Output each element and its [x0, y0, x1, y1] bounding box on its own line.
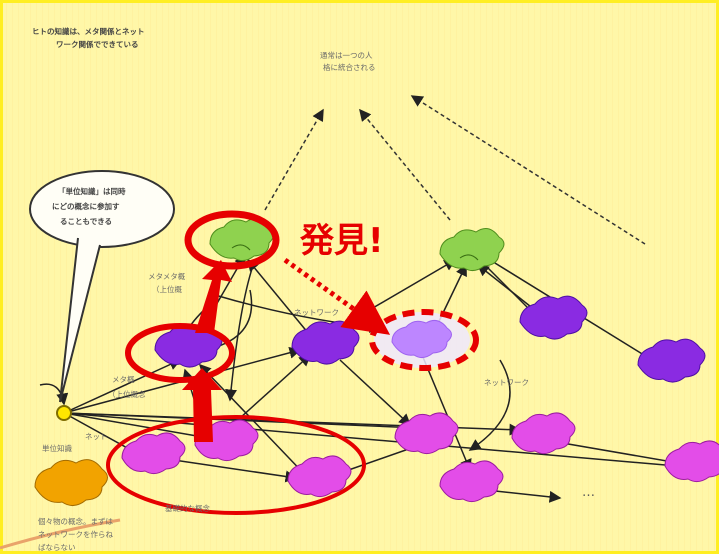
bottom-left-swoosh — [0, 518, 121, 550]
label-network-left: ネット — [85, 432, 108, 441]
callout-bubble: 「単位知識」は同時 にどの概念に参加す ることもできる — [29, 170, 175, 403]
bubble-line-2: にどの概念に参加す — [52, 201, 120, 211]
label-network-middle: ネットワーク — [294, 308, 339, 317]
magenta-cloud-7 — [664, 440, 719, 483]
bottom-left-note-line-2: ネットワークを作らね — [38, 529, 113, 539]
magenta-cloud-6 — [439, 460, 504, 503]
top-left-note: ヒトの知識は、メタ関係とネット ワーク関係でできている — [32, 26, 145, 49]
top-center-note: 通常は一つの人 格に統合される — [320, 50, 376, 72]
ellipsis-label: … — [582, 485, 595, 500]
highlight-base-group — [106, 415, 366, 515]
magenta-cloud-5 — [511, 412, 576, 455]
purple-cloud-right-lower — [637, 338, 706, 383]
label-network-right: ネットワーク — [484, 378, 529, 387]
label-base-concept: 基礎的な概念 — [165, 503, 210, 513]
bottom-left-note-line-3: ばならない — [38, 543, 76, 552]
discovery-label: 発見! — [300, 221, 384, 261]
dashed-arrows — [264, 95, 646, 245]
top-center-note-line-2: 格に統合される — [323, 62, 376, 72]
bottom-left-note-line-1: 個々物の概念。まずは — [38, 516, 113, 526]
red-highlights — [106, 210, 479, 515]
lavender-cloud-discovered — [374, 312, 470, 368]
label-meta-meta: メタメタ概 — [148, 271, 186, 281]
magenta-cloud-4 — [394, 412, 459, 455]
orange-cloud — [34, 459, 108, 506]
label-upper-concept-middle: （上位概念 — [108, 389, 146, 399]
bubble-line-1: 「単位知識」は同時 — [58, 186, 126, 196]
red-thick-arrows — [182, 260, 232, 442]
top-center-note-line-1: 通常は一つの人 — [320, 50, 373, 60]
magenta-cloud-1 — [121, 432, 186, 475]
red-arrow-lower — [182, 368, 222, 442]
purple-cloud-right-upper — [519, 295, 588, 340]
top-left-note-line-1: ヒトの知識は、メタ関係とネット — [32, 26, 145, 36]
green-cloud-right — [439, 227, 505, 272]
red-arrow-upper — [195, 260, 232, 333]
label-unit-knowledge: 単位知識 — [42, 443, 72, 453]
unit-knowledge-node — [56, 405, 72, 421]
highlight-purple-cloud — [125, 323, 235, 383]
highlight-discovered-cloud — [369, 309, 479, 371]
magenta-cloud-3 — [287, 455, 352, 498]
label-meta-concept: メタ概 — [112, 374, 135, 384]
label-upper-concept-top: （上位概 — [152, 284, 182, 294]
highlight-green-cloud — [184, 210, 280, 270]
top-left-note-line-2: ワーク関係でできている — [56, 39, 139, 49]
bubble-line-3: ることもできる — [60, 217, 112, 226]
